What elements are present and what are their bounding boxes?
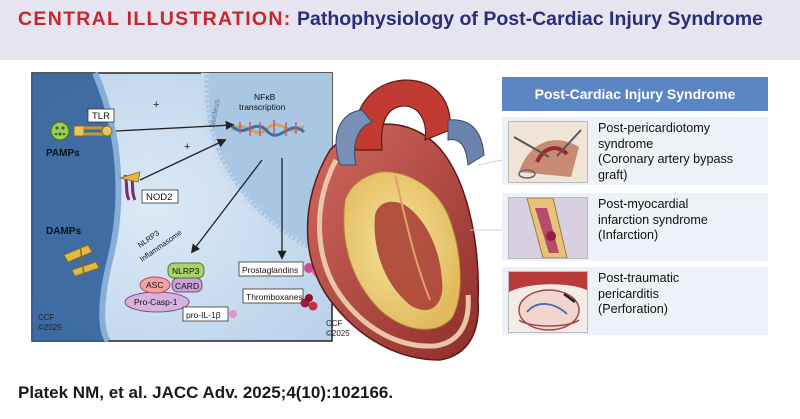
thromboxanes-box: [242, 288, 304, 304]
perforation-thumbnail: [508, 271, 588, 333]
arrow-nod2-to-nucleus: [139, 138, 227, 181]
nod2-label: NOD2: [146, 192, 172, 203]
copyright-left: ©2025: [38, 323, 62, 332]
arrow-nucleus-to-inflammasome: [190, 159, 263, 254]
syndrome-post-traumatic-pericarditis: Post-traumatic pericarditis (Perforation…: [502, 267, 768, 335]
tlr-receptor: [73, 125, 113, 137]
plus-sign-lower: +: [184, 141, 190, 153]
syndrome-name: Post-traumatic: [598, 271, 680, 285]
pro-casp-1-label: Pro-Casp-1: [134, 297, 178, 307]
syndrome-cause: (Infarction): [598, 228, 659, 242]
syndrome-text: Post-traumatic pericarditis (Perforation…: [598, 271, 766, 318]
plus-sign-upper: +: [153, 99, 159, 111]
thromboxanes-label: Thromboxanes: [246, 292, 303, 302]
ccf-left: CCF: [38, 313, 55, 322]
syndrome-panel: Post-Cardiac Injury Syndrome Post-perica…: [502, 77, 768, 335]
heart-illustration: CCF ©2025: [306, 79, 485, 361]
card-label: CARD: [175, 281, 199, 291]
pericardium-layer: [317, 158, 471, 349]
inflammasome-complex: Pro-Casp-1 ASC CARD NLRP3: [124, 262, 205, 313]
prostaglandins-box: [238, 261, 304, 277]
pro-il-molecule-icon: [229, 310, 237, 318]
pulmonary-artery: [335, 109, 373, 166]
syndrome-name-cont: syndrome: [598, 136, 654, 151]
surgery-thumbnail: [508, 121, 588, 183]
nucleus: [204, 73, 332, 260]
syndrome-text: Post-pericardiotomy syndrome (Coronary a…: [598, 121, 766, 183]
syndrome-name: Post-myocardial: [598, 197, 689, 211]
callout-line-1: [477, 159, 503, 166]
pamps-particle: [50, 121, 70, 141]
syndrome-name-cont: infarction syndrome: [598, 212, 708, 227]
asc-domain: [139, 276, 171, 294]
figure-title: Pathophysiology of Post-Cardiac Injury S…: [296, 8, 763, 30]
coronary-vessel: [394, 174, 431, 301]
transcription-label: transcription: [239, 102, 286, 112]
syndrome-text: Post-myocardial infarction syndrome (Inf…: [598, 197, 766, 244]
damps-label: DAMPs: [46, 226, 81, 237]
left-ventricle-cavity: [374, 201, 443, 311]
damps-molecules: [63, 244, 100, 277]
pamps-label: PAMPs: [46, 148, 80, 159]
vena-cava: [447, 119, 485, 166]
syndrome-post-myocardial-infarction: Post-myocardial infarction syndrome (Inf…: [502, 193, 768, 261]
header-banner: CENTRAL ILLUSTRATION: Pathophysiology of…: [0, 0, 800, 60]
syndrome-cause: (Perforation): [598, 302, 668, 316]
pro-il-box: [182, 306, 229, 322]
arrow-tlr-to-nucleus: [115, 120, 235, 132]
infarction-thumbnail: [508, 197, 588, 259]
ccf-right: CCF: [326, 319, 343, 328]
syndrome-name-cont: pericarditis: [598, 286, 659, 301]
pro-il-label: pro-IL-1β: [186, 310, 221, 320]
central-illustration-label: CENTRAL ILLUSTRATION:: [18, 8, 292, 30]
citation: Platek NM, et al. JACC Adv. 2025;4(10):1…: [18, 383, 394, 402]
asc-label: ASC: [146, 280, 163, 290]
copyright-right: ©2025: [326, 329, 350, 338]
syndrome-post-pericardiotomy: Post-pericardiotomy syndrome (Coronary a…: [502, 117, 768, 185]
tlr-label-box: [87, 108, 115, 123]
nod2-label-box: [141, 189, 179, 204]
syndrome-cause-cont: graft): [598, 167, 628, 182]
nlrp3-label: NLRP3: [172, 266, 200, 276]
tlr-label: TLR: [92, 111, 110, 122]
dna-helix: [230, 120, 306, 137]
cell-panel: Nucleus + + PAMPs TLR NOD2: [31, 71, 334, 343]
panel-title: Post-Cardiac Injury Syndrome: [502, 77, 768, 111]
prostaglandins-label: Prostaglandins: [242, 265, 298, 275]
syndrome-cause: (Coronary artery bypass: [598, 152, 734, 166]
header-text: CENTRAL ILLUSTRATION: Pathophysiology of…: [18, 8, 788, 30]
cell-membrane: [32, 73, 119, 341]
nuclear-envelope: [200, 72, 334, 264]
syndrome-name: Post-pericardiotomy: [598, 121, 710, 135]
thromboxane-molecule-icon: [300, 294, 318, 311]
nlrp3-domain: [167, 262, 205, 279]
nod2-receptor: [118, 171, 141, 201]
nfkb-label: NFκB: [254, 92, 276, 102]
pathophysiology-figure: Nucleus + + PAMPs TLR NOD2: [31, 71, 503, 361]
